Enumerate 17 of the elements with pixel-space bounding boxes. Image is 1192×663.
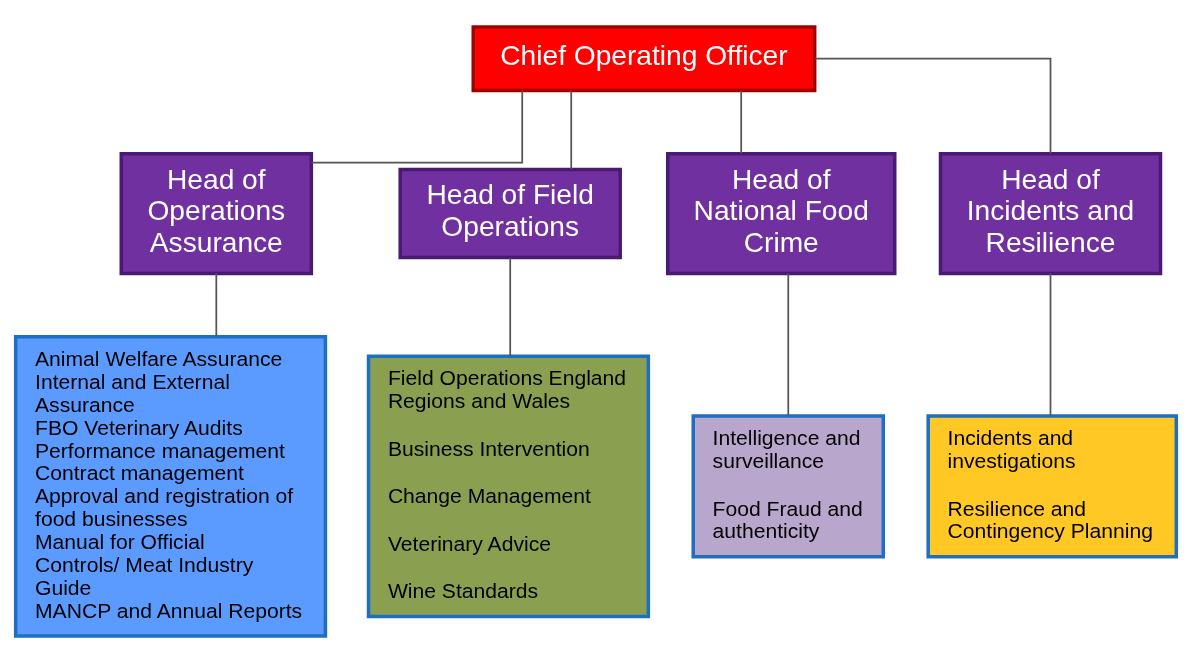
connector xyxy=(787,272,790,417)
node-box: Intelligence and surveillance Food Fraud and authenticity xyxy=(691,414,886,559)
connector xyxy=(310,89,524,164)
connector xyxy=(1049,272,1052,417)
node-box: Incidents and investigations Resilience and Contingency Planning xyxy=(926,414,1179,559)
connector xyxy=(740,89,743,155)
connector xyxy=(509,257,512,357)
connector xyxy=(814,57,1052,155)
node-box: Head of Operations Assurance xyxy=(119,152,314,276)
connector xyxy=(570,89,573,171)
node-box: Chief Operating Officer xyxy=(471,25,817,93)
node-box: Head of National Food Crime xyxy=(665,152,897,276)
node-box: Head of Field Operations xyxy=(398,167,622,260)
connector xyxy=(215,272,218,338)
node-box: Head of Incidents and Resilience xyxy=(938,152,1163,276)
node-box: Field Operations England Regions and Wales Business Intervention Change Management Veterinary Advice Wine Standards xyxy=(366,354,651,619)
node-box: Animal Welfare Assurance Internal and External Assurance FBO Veterinary Audits Performance management Contract management Approval and registration of food businesses Manual for Official Controls/ Meat Industry Guide MANCP and Annual Reports xyxy=(13,335,328,638)
